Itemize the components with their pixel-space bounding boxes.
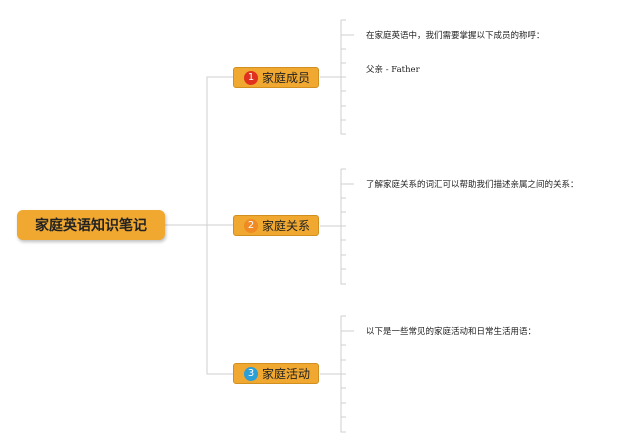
branch-label: 家庭活动 [262, 367, 311, 381]
branch-node-family-relations[interactable]: 2 家庭关系 [233, 215, 319, 236]
note-text: 在家庭英语中，我们需要掌握以下成员的称呼： [366, 31, 545, 41]
branch-label: 家庭关系 [262, 219, 311, 233]
number-badge-icon: 3 [244, 366, 258, 381]
branch-node-family-members[interactable]: 1 家庭成员 [233, 67, 319, 88]
trunk-line [165, 76, 233, 375]
branch2-bracket [333, 168, 354, 285]
branch-node-family-activities[interactable]: 3 家庭活动 [233, 363, 319, 384]
root-label: 家庭英语知识笔记 [35, 218, 147, 234]
number-badge-icon: 1 [244, 70, 258, 85]
note-text: 了解家庭关系的词汇可以帮助我们描述亲属之间的关系： [366, 180, 579, 190]
branch3-bracket [333, 315, 354, 433]
branch-label: 家庭成员 [262, 71, 311, 85]
number-badge-icon: 2 [244, 218, 258, 233]
branch1-bracket [333, 19, 354, 135]
note-text: 以下是一些常见的家庭活动和日常生活用语： [366, 327, 537, 337]
root-node[interactable]: 家庭英语知识笔记 [17, 210, 165, 240]
note-text: 父亲 - Father [366, 65, 420, 75]
